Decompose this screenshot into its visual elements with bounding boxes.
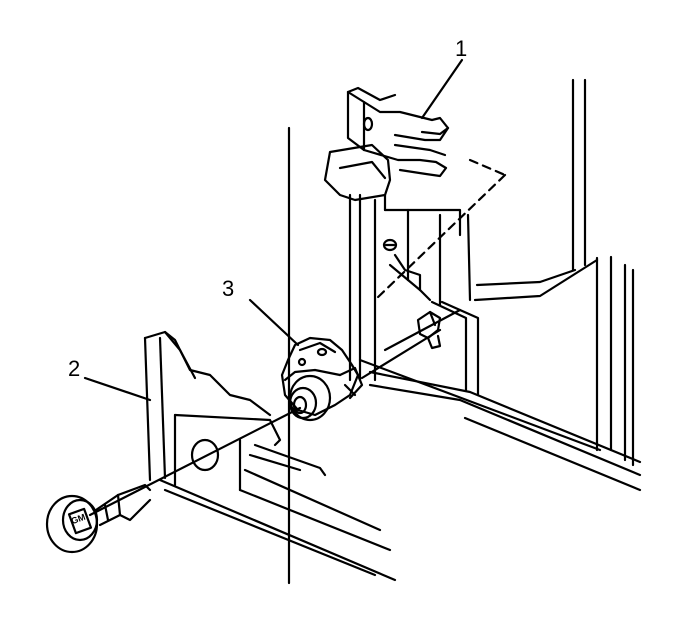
outer-door-panel — [145, 332, 395, 580]
lock-cylinder — [282, 338, 362, 420]
latch-bracket — [325, 88, 448, 380]
leader-line-1 — [422, 60, 462, 118]
callout-label-2: 2 — [68, 356, 81, 381]
leader-line-2 — [85, 378, 150, 400]
callout-leaders — [85, 60, 462, 400]
key-axis-line — [90, 330, 440, 515]
door-frame — [289, 80, 640, 583]
callout-label-3: 3 — [222, 276, 235, 301]
latch-alignment-line — [375, 160, 505, 300]
key — [47, 485, 150, 552]
callout-label-1: 1 — [455, 36, 468, 61]
leader-line-3 — [250, 300, 298, 345]
